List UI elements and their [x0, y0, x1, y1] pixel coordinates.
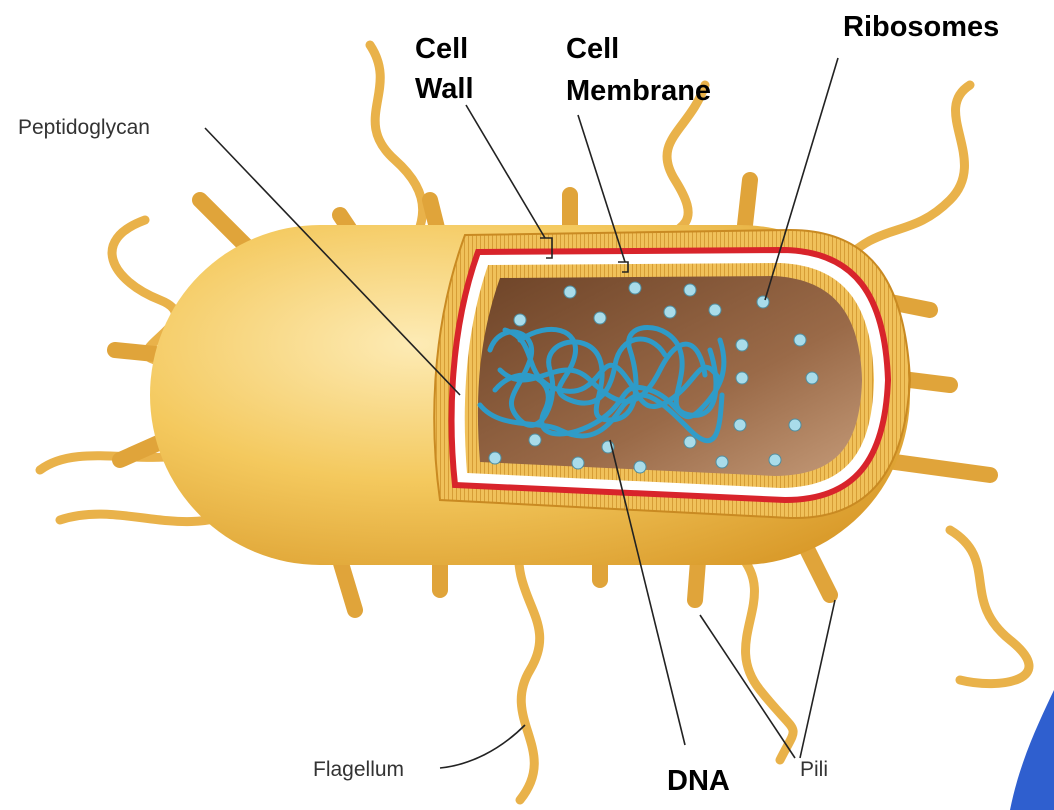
ribosome [564, 286, 576, 298]
flagellum-strand [840, 85, 970, 265]
ribosome [734, 419, 746, 431]
flagellum-strand [950, 530, 1029, 684]
ribosome [684, 436, 696, 448]
ribosome [594, 312, 606, 324]
corner-swoosh [1010, 690, 1054, 810]
label-ribosomes: Ribosomes [843, 11, 999, 43]
ribosome [806, 372, 818, 384]
label-peptidoglycan: Peptidoglycan [18, 116, 150, 139]
ribosome [664, 306, 676, 318]
pilus [340, 560, 355, 610]
ribosome [757, 296, 769, 308]
ribosome [736, 372, 748, 384]
ribosome [634, 461, 646, 473]
ribosome [529, 434, 541, 446]
flagellum-strand [640, 85, 705, 245]
ribosome [514, 314, 526, 326]
ribosome [709, 304, 721, 316]
ribosome [769, 454, 781, 466]
ribosome [716, 456, 728, 468]
leader-cell-wall [466, 105, 545, 238]
label-cell-wall-line1: Cell [415, 33, 468, 65]
ribosome [629, 282, 641, 294]
label-cell-membrane-line2: Membrane [566, 75, 711, 107]
pilus [880, 460, 990, 475]
label-pili: Pili [800, 758, 828, 781]
flagellum-strand [519, 540, 540, 800]
pilus [910, 380, 950, 385]
leader-pili-right [800, 600, 835, 758]
label-flagellum: Flagellum [313, 758, 404, 781]
label-cell-membrane-line1: Cell [566, 33, 619, 65]
ribosome [572, 457, 584, 469]
flagellum-strand [740, 555, 793, 760]
ribosome [789, 419, 801, 431]
ribosome [794, 334, 806, 346]
leader-flagellum [440, 725, 525, 768]
pilus [745, 180, 750, 225]
label-dna: DNA [667, 765, 730, 797]
ribosome [684, 284, 696, 296]
ribosome [736, 339, 748, 351]
ribosome [489, 452, 501, 464]
label-cell-wall-line2: Wall [415, 73, 474, 105]
